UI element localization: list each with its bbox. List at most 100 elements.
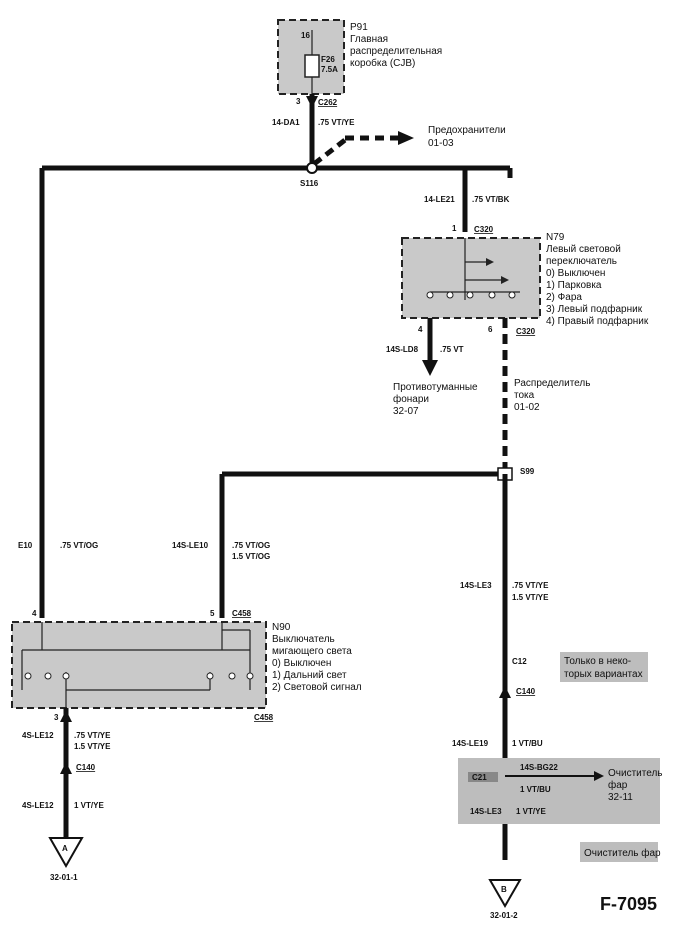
n79-pos-2: 2) Фара: [546, 292, 582, 303]
connector-arrow: [306, 96, 318, 108]
n90-pin-a: 4: [32, 609, 37, 618]
washer-wire-a: 14S-BG22: [520, 763, 558, 772]
washer-line2: фар: [608, 779, 628, 791]
wire-top-spec: .75 VT/YE: [318, 118, 355, 127]
n90-pos-0: 0) Выключен: [272, 658, 331, 669]
wire-le12-down-circuit: 4S-LE12: [22, 801, 54, 810]
n90-pin-out: 3: [54, 713, 59, 722]
n79-switch: [401, 237, 541, 319]
wire-le3-spec2: 1.5 VT/YE: [512, 593, 549, 602]
p91-line1: Главная: [350, 34, 388, 45]
fuses-ref-line1: Предохранители: [428, 125, 506, 136]
terminal-a-icon: [48, 837, 84, 869]
wire-le12-up-spec2: 1.5 VT/YE: [74, 742, 111, 751]
washer-note: Очиститель фар: [584, 847, 661, 859]
connector-arrow: [60, 762, 72, 774]
connector-arrow: [60, 710, 72, 722]
fog-ref-line2: фонари: [393, 393, 429, 405]
wire-le19-circuit: 14S-LE19: [452, 739, 489, 748]
wire-le12-down-spec: 1 VT/YE: [74, 801, 104, 810]
fuse-name: F26: [321, 55, 335, 64]
wire-le12-up-circuit: 4S-LE12: [22, 731, 54, 740]
conn-c140-left: C140: [76, 763, 96, 772]
wire-le12-up-spec1: .75 VT/YE: [74, 731, 111, 740]
wire-fog-circuit: 14S-LD8: [386, 345, 419, 354]
splice-s116: [306, 162, 318, 174]
wire-e10-circuit: E10: [18, 541, 33, 550]
dist-ref-line2: тока: [514, 390, 535, 401]
n79-pos-3: 3) Левый подфарник: [546, 303, 643, 315]
n79-pin-out-left: 4: [418, 325, 423, 334]
terminal-b-icon: [488, 879, 522, 909]
fog-ref-line1: Противотуманные: [393, 382, 478, 393]
p91-line3: коробка (CJB): [350, 57, 415, 69]
washer-line3: 32-11: [608, 792, 633, 803]
wire-le3-circuit: 14S-LE3: [460, 581, 492, 590]
n79-pos-0: 0) Выключен: [546, 268, 605, 279]
washer-spec-a: 1 VT/BU: [520, 785, 551, 794]
fuse-rating: 7.5A: [321, 65, 338, 74]
terminal-b-letter: B: [501, 885, 507, 894]
optional-line1: Только в неко-: [564, 656, 631, 667]
fuse-pin-number: 16: [301, 31, 310, 40]
splice-mid-label: S99: [520, 467, 535, 476]
n79-line1: Левый световой: [546, 244, 621, 255]
arrow-right-icon: [398, 131, 414, 145]
n79-pos-4: 4) Правый подфарник: [546, 315, 649, 327]
terminal-b-ref: 32-01-2: [490, 911, 518, 920]
fuses-ref-line2: 01-03: [428, 138, 454, 149]
n79-pos-1: 1) Парковка: [546, 280, 602, 291]
optional-note-box: [560, 652, 648, 682]
p91-id: P91: [350, 22, 368, 33]
n79-conn-out: C320: [516, 327, 536, 336]
wire-e10-spec: .75 VT/OG: [60, 541, 98, 550]
washer-spec-b: 1 VT/YE: [516, 807, 546, 816]
washer-block: [458, 758, 660, 824]
n79-line2: переключатель: [546, 256, 617, 267]
wire-le3-spec1: .75 VT/YE: [512, 581, 549, 590]
p91-fuse-box: 16 F26 7.5A: [277, 19, 345, 95]
n90-switch: [11, 621, 267, 709]
n90-conn-bottom: C458: [254, 713, 274, 722]
terminal-a-ref: 32-01-1: [50, 873, 78, 882]
p91-connector: C262: [318, 98, 338, 107]
fog-ref-line3: 32-07: [393, 406, 419, 417]
n79-pin-out-right: 6: [488, 325, 493, 334]
wire-le19-spec: 1 VT/BU: [512, 739, 543, 748]
n79-pin-in: 1: [452, 224, 457, 233]
wire-le10-circuit: 14S-LE10: [172, 541, 209, 550]
terminal-a-letter: A: [62, 844, 68, 853]
n79-id: N79: [546, 232, 565, 243]
wire-fog-spec: .75 VT: [440, 345, 464, 354]
n90-pos-2: 2) Световой сигнал: [272, 682, 362, 693]
p91-pin: 3: [296, 97, 301, 106]
conn-c140-right: C140: [516, 687, 536, 696]
n90-line2: мигающего света: [272, 646, 352, 657]
wire-top-circuit: 14-DA1: [272, 118, 300, 127]
fuse-icon: [304, 54, 320, 78]
wire-le10-spec1: .75 VT/OG: [232, 541, 270, 550]
washer-line1: Очиститель: [608, 768, 662, 779]
arrow-down-icon: [422, 360, 438, 376]
wire-le10-spec2: 1.5 VT/OG: [232, 552, 270, 561]
n90-line1: Выключатель: [272, 634, 335, 645]
dist-ref-line1: Распределитель: [514, 378, 590, 389]
optional-line2: торых вариантах: [564, 669, 643, 680]
washer-conn: C21: [472, 773, 487, 782]
figure-id: F-7095: [600, 894, 657, 914]
n90-pin-b: 5: [210, 609, 215, 618]
washer-wire-b: 14S-LE3: [470, 807, 502, 816]
dist-ref-line3: 01-02: [514, 402, 540, 413]
washer-note-box: [580, 842, 658, 862]
n90-id: N90: [272, 622, 291, 633]
splice-top-label: S116: [300, 179, 319, 188]
wire-n79-circuit: 14-LE21: [424, 195, 455, 204]
optional-code: C12: [512, 657, 527, 666]
n90-pos-1: 1) Дальний свет: [272, 670, 347, 681]
p91-line2: распределительная: [350, 46, 442, 57]
connector-arrow: [499, 686, 511, 698]
n79-conn-in: C320: [474, 225, 494, 234]
n90-conn-top: C458: [232, 609, 252, 618]
wire-n79-spec: .75 VT/BK: [472, 195, 510, 204]
